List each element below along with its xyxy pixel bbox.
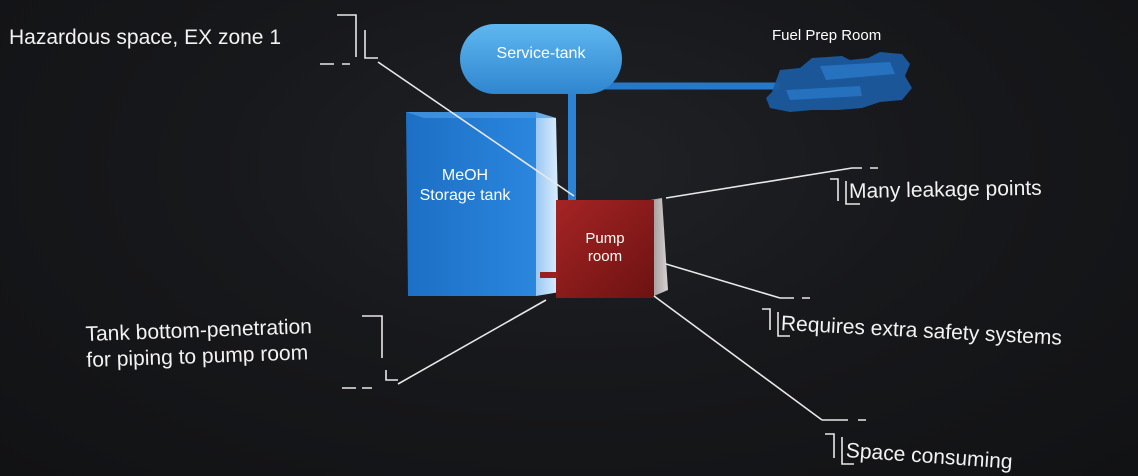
bracket-tank-bottom (362, 315, 398, 381)
pump-room-label-line2: room (587, 248, 623, 265)
leader-line-safety (665, 263, 781, 299)
service-tank-shape (460, 24, 622, 94)
storage-tank-label: MeOH Storage tank (400, 166, 530, 206)
bracket-leakage (830, 178, 860, 205)
service-tank-text: Service-tank (496, 45, 586, 62)
leader-line-leakage (665, 167, 853, 199)
leader-line-tank-bottom (397, 299, 547, 385)
pipe-service-to-pump (568, 92, 576, 204)
pump-room-label: Pump room (556, 230, 654, 266)
fuel-prep-equipment-icon (766, 52, 912, 112)
pump-room-label-line1: Pump (585, 230, 625, 247)
bracket-safety (762, 308, 790, 337)
service-tank-label: Service-tank (470, 45, 612, 63)
bracket-space (825, 433, 854, 465)
leader-line-space (653, 295, 823, 421)
storage-tank-shape (406, 112, 560, 296)
pump-room-shape (540, 198, 668, 298)
callout-leakage: Many leakage points (848, 176, 1042, 203)
callout-tank-bottom: Tank bottom-penetration for piping to pu… (85, 314, 313, 374)
fuel-prep-room-text: Fuel Prep Room (772, 27, 882, 44)
fuel-prep-room-label: Fuel Prep Room (772, 27, 932, 44)
storage-tank-label-line2: Storage tank (419, 187, 511, 204)
bracket-hazardous (337, 14, 378, 59)
storage-tank-label-line1: MeOH (441, 167, 489, 184)
leader-line-hazardous (377, 61, 575, 197)
callout-hazardous: Hazardous space, EX zone 1 (9, 26, 281, 49)
